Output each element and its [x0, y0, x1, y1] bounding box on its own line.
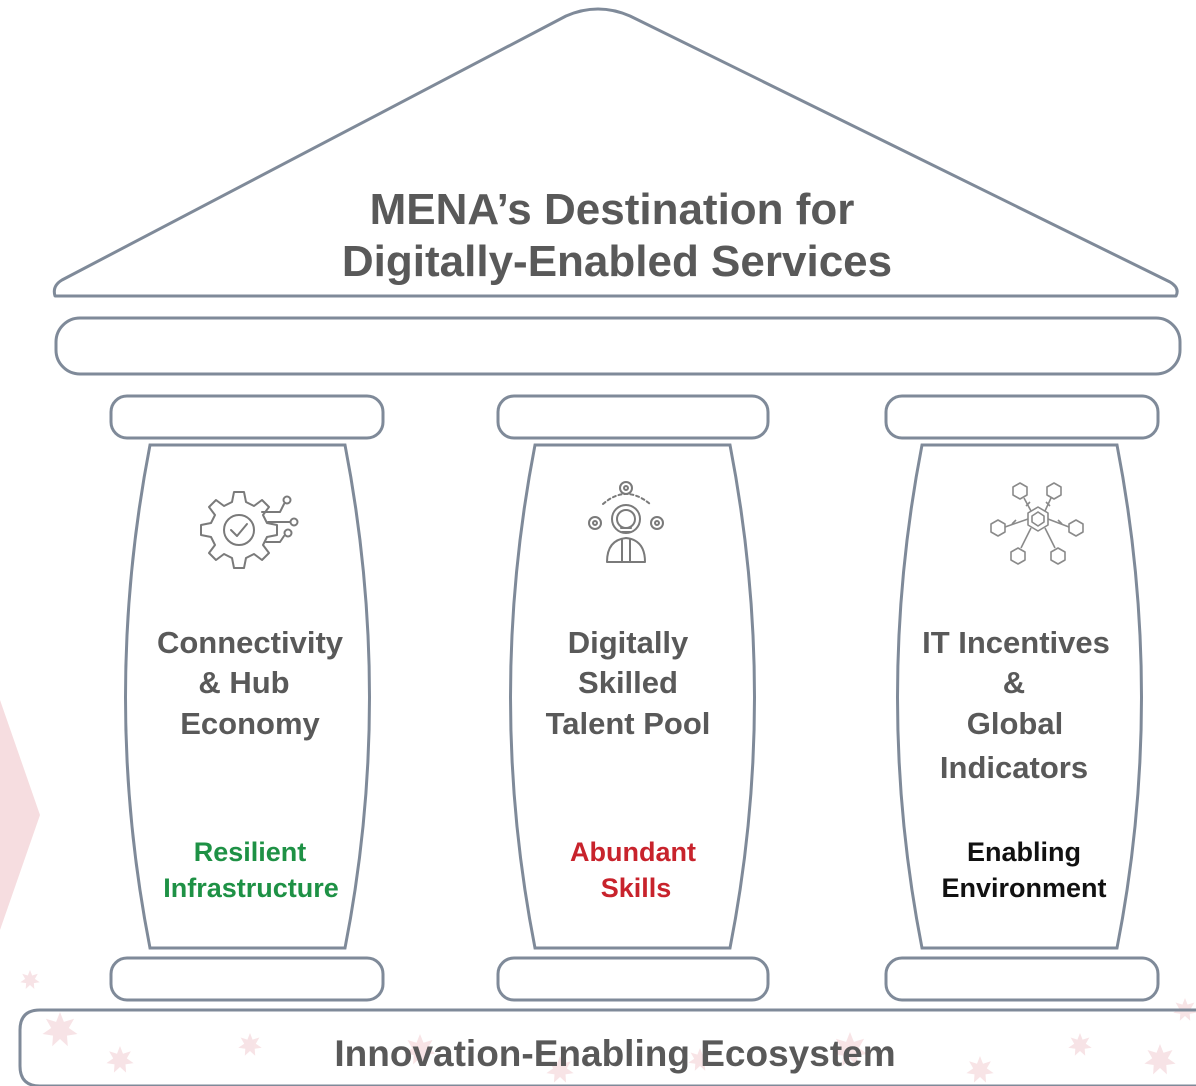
pillar-1-capital — [109, 394, 385, 440]
background-star — [1068, 1033, 1092, 1056]
pillar-3-shaft — [896, 443, 1143, 950]
pillar-1-label-line1: Connectivity — [157, 625, 344, 660]
background-star — [106, 1046, 134, 1073]
base-label: Innovation-Enabling Ecosystem — [334, 1033, 895, 1074]
background-star — [966, 1056, 994, 1083]
pillar-3-label-line2: & — [1003, 665, 1025, 700]
background-motif — [0, 700, 1196, 1083]
background-star — [688, 1048, 712, 1071]
pillar-1-label-line2: & Hub — [198, 665, 289, 700]
background-star — [1144, 1044, 1176, 1075]
person-lightbulb-gears-icon — [588, 481, 664, 563]
pillar-2-label-line1: Digitally — [568, 625, 689, 660]
pillar-2 — [496, 394, 770, 1002]
background-star — [832, 1032, 868, 1067]
background-star — [42, 1012, 78, 1047]
pillar-3-sub-line2: Environment — [941, 873, 1106, 903]
pillar-1-shaft — [124, 443, 371, 950]
hexagon-network-icon — [990, 482, 1084, 565]
background-stars — [20, 970, 1196, 1083]
pillar-1-sub-line2: Infrastructure — [163, 873, 339, 903]
pillar-2-label-line2: Skilled — [578, 665, 678, 700]
pillar-1 — [109, 394, 385, 1002]
pillar-2-base — [496, 956, 770, 1002]
pillar-3-base — [884, 956, 1160, 1002]
pillar-1-label-line3: Economy — [180, 706, 320, 741]
roof-title-line1: MENA’s Destination for — [370, 185, 855, 234]
pillar-1-sub-line1: Resilient — [194, 837, 307, 867]
pillar-3-label-line1: IT Incentives — [922, 625, 1110, 660]
roof — [52, 7, 1179, 298]
pillar-2-capital — [496, 394, 770, 440]
entablature-beam — [54, 316, 1182, 376]
background-star — [546, 1056, 574, 1083]
pillar-2-shaft — [509, 443, 756, 950]
pillar-3 — [884, 394, 1160, 1002]
pillar-3-label-line3: Global — [967, 706, 1063, 741]
background-star — [238, 1033, 262, 1056]
background-star — [404, 1034, 436, 1065]
roof-title-line2: Digitally-Enabled Services — [342, 237, 892, 286]
gear-check-circuit-icon — [200, 491, 299, 569]
stylobate — [18, 1008, 1196, 1086]
pillar-3-sub-line1: Enabling — [967, 837, 1081, 867]
pillar-2-sub-line2: Skills — [601, 873, 672, 903]
background-arrow — [0, 700, 40, 930]
pillar-2-sub-line1: Abundant — [570, 837, 696, 867]
pillar-3-label-line4: Indicators — [940, 750, 1088, 785]
background-star — [20, 970, 40, 989]
pillar-1-base — [109, 956, 385, 1002]
pillar-3-capital — [884, 394, 1160, 440]
pillar-2-label-line3: Talent Pool — [546, 706, 711, 741]
